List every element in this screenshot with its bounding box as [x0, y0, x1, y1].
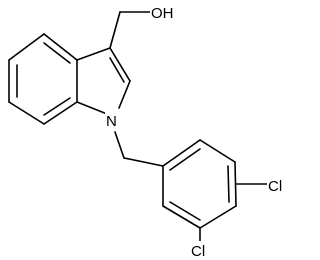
dichlorophenyl-ring [162, 139, 268, 243]
hydroxymethyl-group [109, 11, 152, 49]
bond [43, 33, 78, 61]
bond [199, 205, 237, 229]
bond [162, 205, 201, 229]
bond [114, 131, 125, 159]
bond [123, 157, 164, 167]
bond [43, 101, 78, 125]
bond [76, 101, 108, 115]
chlorine-label-meta: Cl [191, 243, 205, 260]
bond [8, 101, 45, 125]
double-bond-inner [169, 148, 201, 171]
benzyl-linker [114, 131, 164, 167]
indole-benzene-ring [8, 33, 78, 125]
bond [199, 139, 236, 163]
bond [118, 80, 131, 109]
bond [162, 139, 201, 167]
double-bond-inner [43, 42, 71, 64]
nitrogen-label: N [106, 113, 117, 130]
structure-canvas: OH N Cl Cl [8, 5, 283, 260]
pyrrole-ring [76, 47, 131, 115]
bond [109, 47, 131, 82]
double-bond-inner [43, 97, 71, 116]
bond [76, 47, 111, 61]
bond [109, 11, 121, 49]
chlorine-label-para: Cl [268, 178, 282, 195]
skeletal-structure: OH N Cl Cl [8, 5, 283, 260]
bond [8, 33, 45, 61]
hydroxyl-label: OH [151, 5, 174, 22]
double-bond-inner [169, 201, 201, 221]
double-bond-inner [227, 165, 230, 203]
double-bond-inner [109, 57, 125, 83]
